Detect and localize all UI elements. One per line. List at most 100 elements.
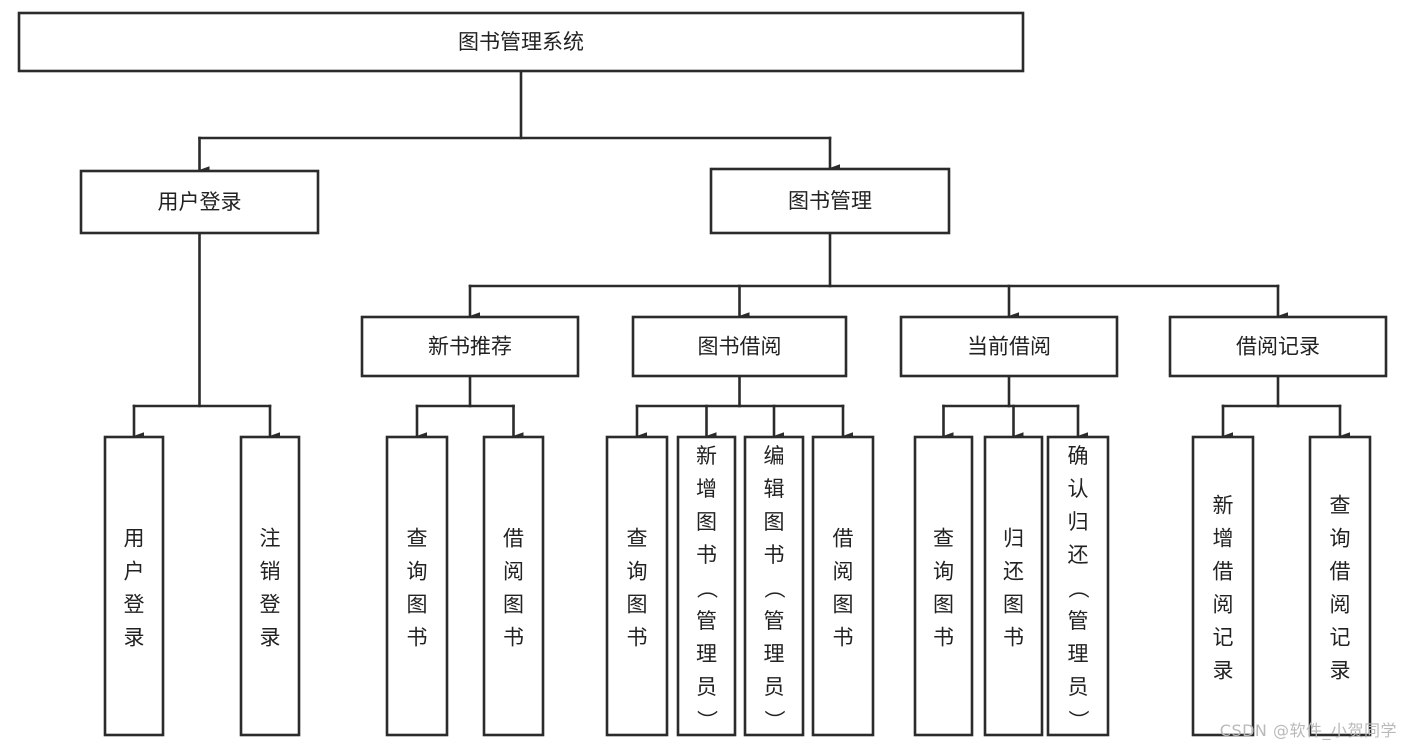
node-book-manage[interactable]: 图书管理	[709, 167, 951, 235]
node-label-char: 还	[1068, 543, 1089, 567]
node-label-char: 注	[260, 527, 281, 551]
edge-group	[132, 231, 281, 440]
node-box[interactable]	[913, 435, 974, 737]
node-box[interactable]	[360, 315, 580, 378]
node-label-char: 认	[1068, 477, 1089, 501]
node-box[interactable]	[1046, 435, 1110, 737]
node-label-char: 借	[833, 527, 854, 551]
node-label-char: 新	[696, 444, 717, 468]
node-label-char: 记	[1213, 626, 1234, 650]
node-box[interactable]	[385, 435, 449, 737]
node-label-char: 书	[933, 626, 954, 650]
node-label-char: 图	[833, 593, 854, 617]
node-label-char: 理	[696, 642, 717, 666]
node-box[interactable]	[605, 435, 669, 737]
node-borrow-record[interactable]: 借阅记录	[1168, 315, 1388, 378]
edge-group	[415, 374, 524, 440]
node-box[interactable]	[482, 435, 545, 737]
node-label-char: 书	[696, 543, 717, 567]
node-label-char: 增	[696, 477, 717, 501]
node-box[interactable]	[79, 169, 320, 235]
node-label-char: 询	[407, 560, 428, 584]
node-label-char: 员	[1068, 675, 1089, 699]
node-box[interactable]	[1191, 435, 1255, 737]
node-label: 图书借阅	[698, 335, 782, 359]
node-label-char: 图	[503, 593, 524, 617]
node-leaf-user-login[interactable]: 用户登录	[103, 435, 165, 737]
node-label-char: 阅	[833, 560, 854, 584]
node-box[interactable]	[983, 435, 1044, 737]
node-label-char: 借	[1213, 560, 1234, 584]
node-label-char: 辑	[764, 477, 785, 501]
node-label: 当前借阅	[967, 335, 1051, 359]
node-label-char: ）	[762, 710, 786, 731]
node-label-char: 理	[764, 642, 785, 666]
node-label-char: 理	[1068, 642, 1089, 666]
node-label-char: 新	[1213, 494, 1234, 518]
node-label-char: 图	[627, 593, 648, 617]
node-label-char: 用	[124, 527, 145, 551]
node-box[interactable]	[239, 435, 301, 737]
node-label-char: 借	[503, 527, 524, 551]
node-label-char: 管	[1068, 609, 1089, 633]
node-user-login[interactable]: 用户登录	[79, 169, 320, 235]
node-box[interactable]	[743, 435, 805, 737]
node-label-char: 员	[764, 675, 785, 699]
node-box[interactable]	[17, 11, 1025, 73]
node-label-char: ）	[695, 710, 719, 731]
node-label-char: 增	[1213, 527, 1234, 551]
node-box[interactable]	[676, 435, 737, 737]
edge-group	[635, 374, 854, 440]
node-label: 用户登录	[158, 190, 242, 214]
node-label-char: 书	[503, 626, 524, 650]
node-box[interactable]	[899, 315, 1119, 378]
node-label-char: 询	[933, 560, 954, 584]
node-new-book-rec[interactable]: 新书推荐	[360, 315, 580, 378]
edges-layer	[132, 69, 1351, 440]
node-label-char: 阅	[1213, 593, 1234, 617]
node-label: 图书管理	[788, 189, 872, 213]
node-label-char: 书	[764, 543, 785, 567]
node-label-char: 管	[764, 609, 785, 633]
node-current-borrow[interactable]: 当前借阅	[899, 315, 1119, 378]
nodes-layer: 图书管理系统用户登录图书管理新书推荐图书借阅当前借阅借阅记录用户登录注销登录查询…	[17, 11, 1388, 737]
edge-group	[942, 374, 1089, 440]
node-box[interactable]	[631, 315, 848, 378]
node-label-char: 图	[933, 593, 954, 617]
node-label-char: 编	[764, 444, 785, 468]
node-label-char: 图	[696, 510, 717, 534]
node-label-char: （	[695, 578, 719, 599]
node-label-char: 查	[407, 527, 428, 551]
node-label-char: 还	[1003, 560, 1024, 584]
node-book-borrow[interactable]: 图书借阅	[631, 315, 848, 378]
node-root[interactable]: 图书管理系统	[17, 11, 1025, 73]
node-box[interactable]	[1168, 315, 1388, 378]
node-label-char: 阅	[503, 560, 524, 584]
node-label-char: 录	[1330, 659, 1351, 683]
node-label-char: 查	[627, 527, 648, 551]
node-label-char: 录	[260, 626, 281, 650]
edge-group	[198, 69, 841, 174]
node-box[interactable]	[811, 435, 875, 737]
node-box[interactable]	[1308, 435, 1372, 737]
node-label-char: 书	[833, 626, 854, 650]
node-label-char: 书	[407, 626, 428, 650]
node-label-char: （	[1066, 578, 1090, 599]
node-box[interactable]	[103, 435, 165, 737]
edge-group	[468, 231, 1289, 320]
node-box[interactable]	[709, 167, 951, 235]
